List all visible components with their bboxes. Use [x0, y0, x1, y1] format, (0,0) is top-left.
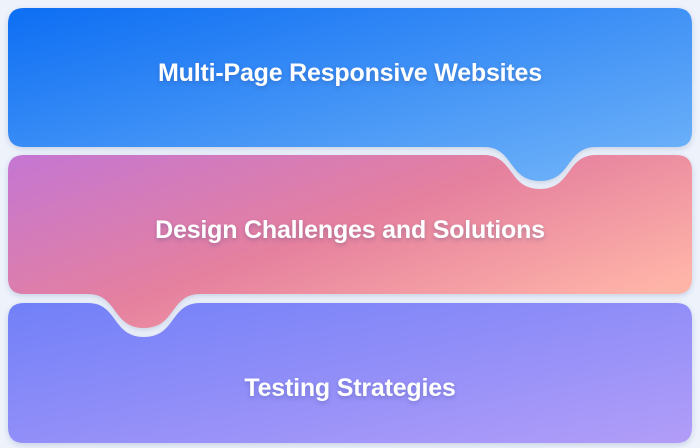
banner-shape-design-challenges-and-solutions	[8, 155, 692, 328]
banner-shape-testing-strategies	[8, 303, 692, 443]
banner-shape-multi-page-responsive-websites	[8, 8, 692, 181]
